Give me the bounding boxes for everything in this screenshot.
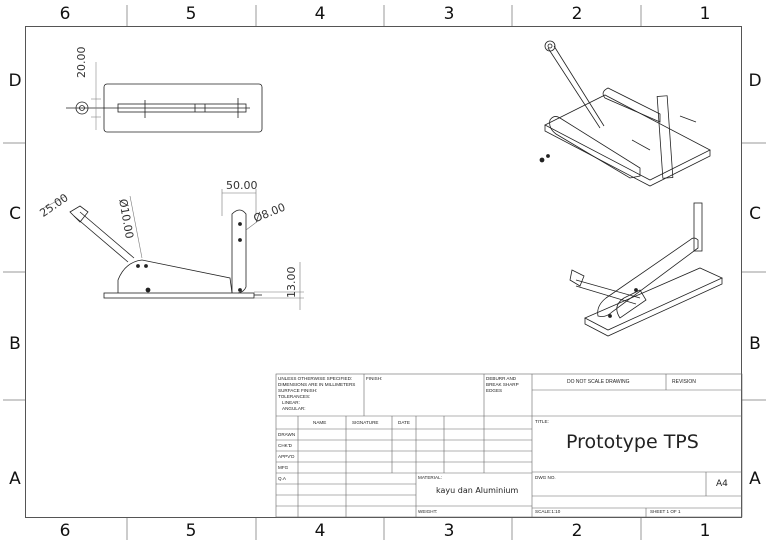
general-notes-line-2: DIMENSIONS ARE IN MILLIMETERS (278, 382, 356, 387)
material-label: MATERIAL: (418, 475, 442, 480)
scale-value: SCALE:1:10 (535, 509, 561, 514)
row-checked: CHK'D (278, 443, 292, 448)
isometric-view-lower (569, 202, 723, 337)
zone-row-d-right: D (748, 71, 762, 91)
isometric-view-upper (539, 40, 711, 187)
general-notes-line-3: SURFACE FINISH: (278, 388, 318, 393)
zone-col-1-top: 1 (699, 4, 711, 24)
zone-col-3-bottom: 3 (443, 521, 455, 541)
zone-row-c-left: C (9, 204, 21, 224)
row-mfg: MFG (278, 465, 289, 470)
side-view (39, 189, 304, 310)
revision-label: REVISION (672, 379, 696, 385)
zone-col-3-top: 3 (443, 4, 455, 24)
deburr-line-3: EDGES (486, 388, 503, 393)
top-view (66, 62, 263, 133)
zone-row-a-left: A (9, 469, 21, 489)
sheet-size: A4 (716, 479, 728, 489)
zone-row-d-left: D (8, 71, 22, 91)
drawing-title: Prototype TPS (566, 431, 699, 453)
zone-row-a-right: A (749, 469, 761, 489)
general-notes-line-4: TOLERANCES: (278, 394, 311, 399)
zone-col-5-bottom: 5 (185, 521, 197, 541)
general-notes-line-1: UNLESS OTHERWISE SPECIFIED: (278, 376, 353, 381)
zone-row-b-right: B (749, 334, 761, 354)
weight-label: WEIGHT: (418, 509, 438, 514)
zone-col-6-top: 6 (59, 4, 71, 24)
column-signature-header: SIGNATURE (352, 420, 379, 425)
deburr-line-1: DEBURR AND (486, 376, 517, 381)
zone-col-6-bottom: 6 (59, 521, 71, 541)
row-drawn: DRAWN (278, 432, 296, 437)
dimension-post-width: 50.00 (226, 179, 258, 192)
sheet-value: SHEET 1 OF 1 (650, 509, 681, 514)
general-notes-line-6: ANGULAR: (282, 406, 306, 411)
zone-row-c-right: C (749, 204, 761, 224)
row-qa: Q.A (278, 476, 286, 481)
title-block-grid (275, 373, 743, 518)
finish-label: FINISH: (366, 376, 383, 381)
general-notes-line-5: LINEAR: (282, 400, 300, 405)
row-approved: APPV'D (278, 454, 295, 459)
title-label: TITLE: (535, 419, 549, 424)
deburr-line-2: BREAK SHARP (486, 382, 519, 387)
zone-col-5-top: 5 (185, 4, 197, 24)
zone-col-2-top: 2 (571, 4, 583, 24)
zone-col-2-bottom: 2 (571, 521, 583, 541)
dwg-no-label: DWG NO. (535, 475, 556, 480)
column-name-header: NAME (313, 420, 327, 425)
do-not-scale-note: DO NOT SCALE DRAWING (567, 379, 630, 385)
zone-col-4-bottom: 4 (314, 521, 326, 541)
zone-col-4-top: 4 (314, 4, 326, 24)
dimension-base-height: 13.00 (285, 266, 298, 299)
material-value: kayu dan Aluminium (436, 486, 519, 495)
dimension-top-view-width: 20.00 (75, 46, 88, 79)
zone-row-b-left: B (9, 334, 21, 354)
zone-col-1-bottom: 1 (699, 521, 711, 541)
column-date-header: DATE (398, 420, 410, 425)
